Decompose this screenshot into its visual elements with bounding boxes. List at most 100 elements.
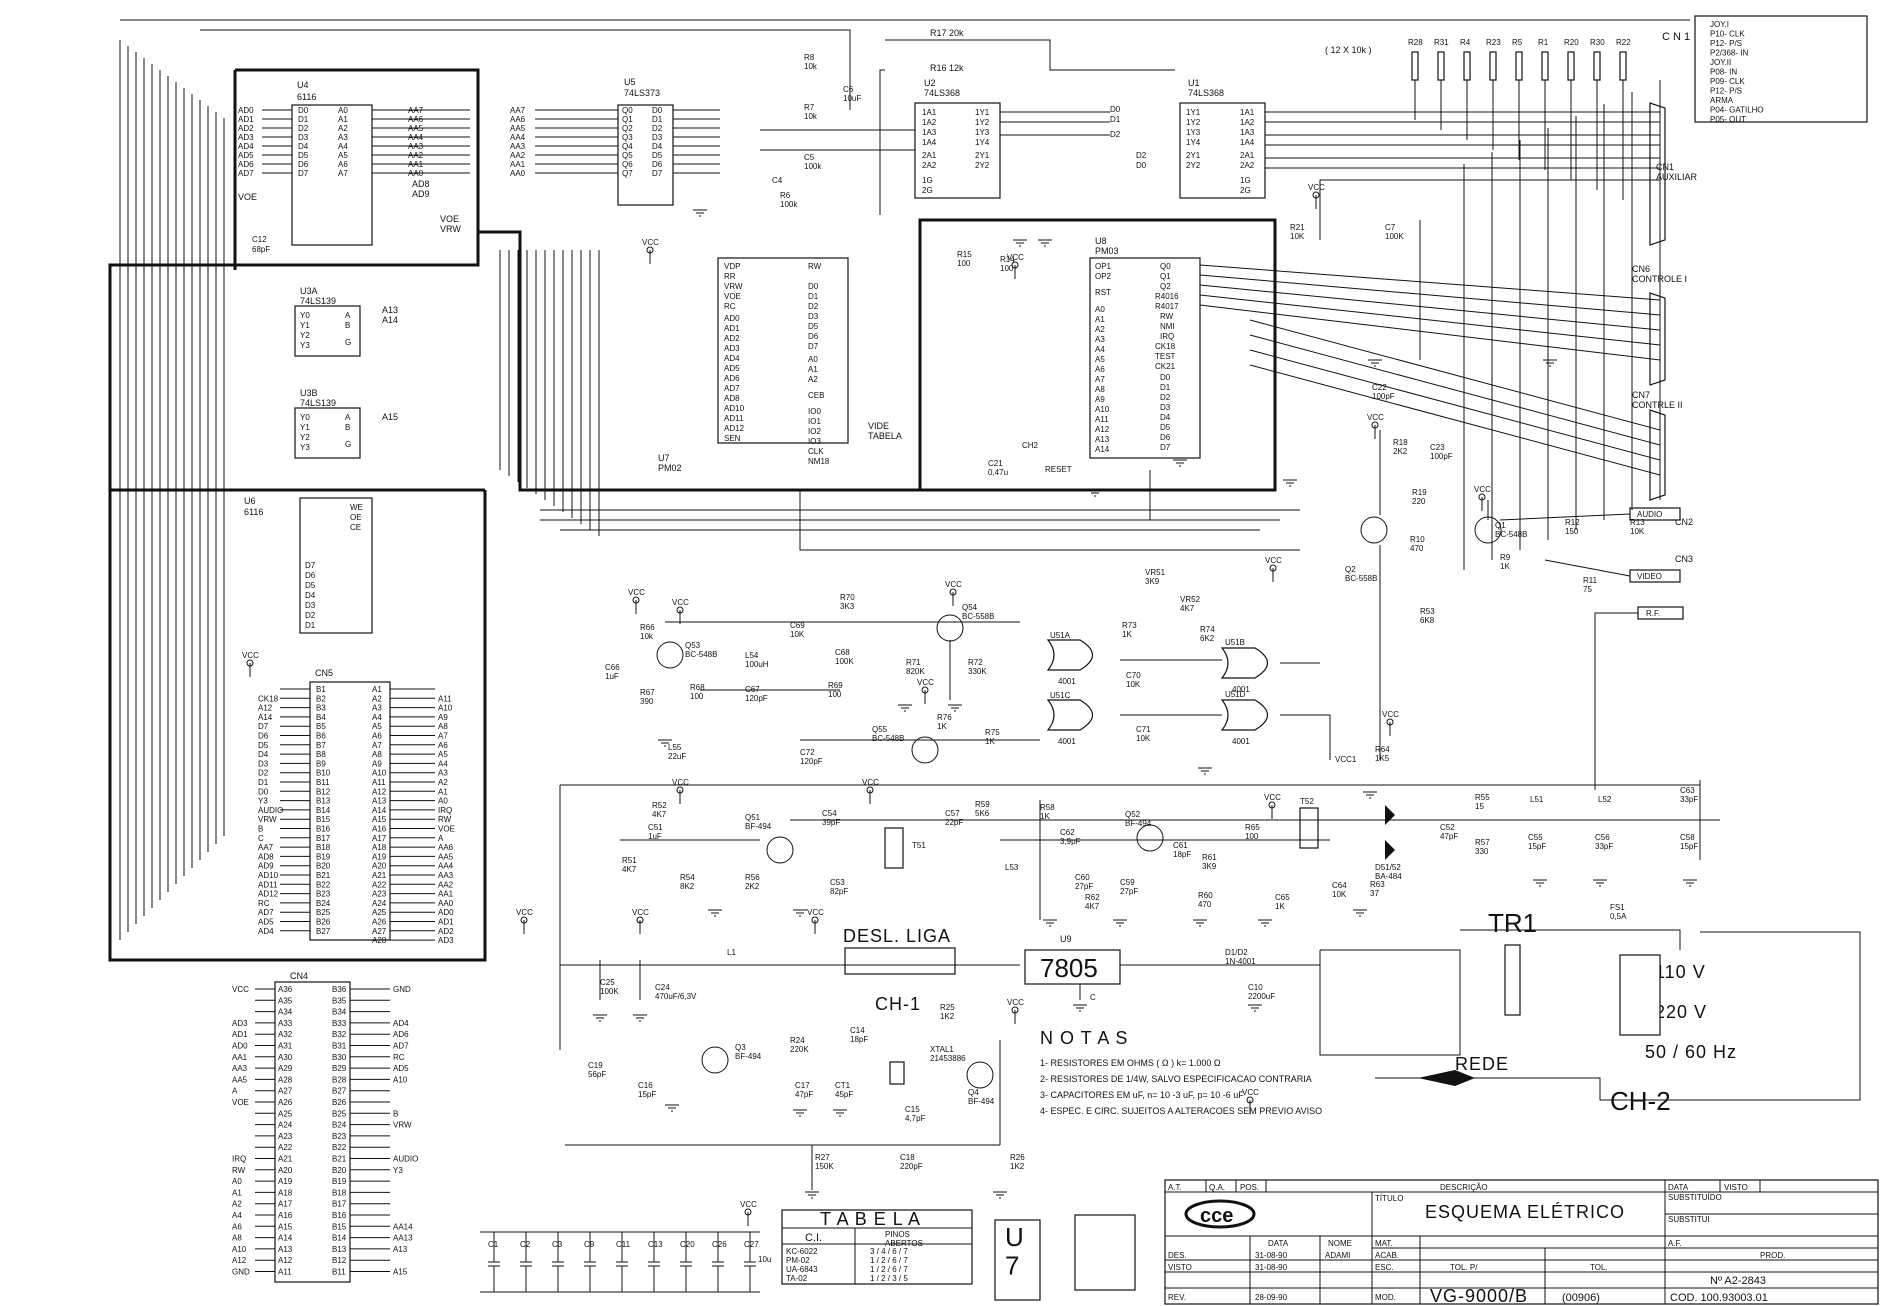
svg-text:10k: 10k	[640, 632, 654, 641]
joy-legend-line: ARMA	[1710, 96, 1734, 105]
video-label: VIDEO	[1637, 572, 1662, 581]
pin-label: D5	[652, 151, 663, 160]
net-label: AD5	[393, 1064, 409, 1073]
cap-ref: C2	[520, 1240, 531, 1249]
pin-label: B23	[316, 890, 331, 899]
net-label: A6	[438, 741, 448, 750]
wire	[1544, 559, 1631, 577]
net-voe: VOE	[238, 192, 257, 202]
svg-text:ADAMI: ADAMI	[1325, 1251, 1350, 1260]
pin-label: B16	[316, 825, 331, 834]
net-label: AA4	[510, 133, 526, 142]
svg-text:R73: R73	[1122, 621, 1137, 630]
pin-label: B25	[316, 908, 331, 917]
svg-text:R24: R24	[790, 1036, 805, 1045]
pin-label: B36	[332, 985, 347, 994]
pin-label: B20	[316, 862, 331, 871]
pin-label: A9	[372, 759, 382, 768]
net-label: B	[393, 1109, 398, 1118]
svg-text:R51: R51	[622, 856, 637, 865]
svg-text:1Y4: 1Y4	[1186, 138, 1201, 147]
pin-label: B16	[332, 1211, 347, 1220]
svg-text:OP2: OP2	[1095, 272, 1112, 281]
pin-label: A13	[278, 1245, 293, 1254]
pin-label: A24	[372, 899, 387, 908]
chip-ref: CN5	[315, 668, 333, 678]
svg-text:47pF: 47pF	[1440, 832, 1458, 841]
resistor-ref: R5	[1512, 38, 1523, 47]
net-label: A2	[438, 778, 448, 787]
pin-label: A3	[372, 704, 382, 713]
pin-label: B33	[332, 1019, 347, 1028]
notes-title: N O T A S	[1040, 1028, 1128, 1048]
net-label: AA2	[510, 151, 526, 160]
net-label: A10	[393, 1075, 408, 1084]
net-label: AA3	[408, 142, 424, 151]
pin-label: B21	[332, 1155, 347, 1164]
pin-label: D2	[298, 124, 309, 133]
pin-label: A26	[278, 1098, 293, 1107]
frequency-label: 50 / 60 Hz	[1645, 1042, 1737, 1062]
net-label: AD4	[258, 927, 274, 936]
wire	[1199, 264, 1661, 301]
pin-label: Q2	[622, 124, 633, 133]
switch-ch2-label: CH2	[1022, 441, 1039, 450]
pin-label: A29	[278, 1064, 293, 1073]
net-label: A6	[232, 1222, 242, 1231]
cap-value: 10u	[758, 1255, 771, 1264]
svg-text:U51B: U51B	[1225, 638, 1245, 647]
pin-label: A4	[372, 713, 382, 722]
svg-text:15: 15	[1475, 802, 1484, 811]
svg-text:Y3: Y3	[300, 443, 310, 452]
svg-text:MOD.: MOD.	[1375, 1293, 1396, 1302]
svg-text:C68: C68	[835, 648, 850, 657]
pin-label: A3	[338, 133, 348, 142]
net-label: AA7	[408, 106, 424, 115]
pin-label: A1	[372, 685, 382, 694]
svg-text:CT1: CT1	[835, 1081, 851, 1090]
svg-text:28-09-90: 28-09-90	[1255, 1293, 1288, 1302]
net-label: AD0	[238, 106, 254, 115]
vcc-node	[866, 786, 874, 794]
vcc-label: VCC	[242, 651, 259, 660]
net-label: GND	[232, 1268, 250, 1277]
svg-text:45pF: 45pF	[835, 1090, 853, 1099]
net-label: A	[232, 1087, 238, 1096]
cap-ref: C26	[712, 1240, 727, 1249]
pin-label: B11	[316, 778, 330, 787]
pin-label: B19	[332, 1177, 347, 1186]
svg-text:1G: 1G	[922, 176, 933, 185]
pin-label: D1	[652, 115, 663, 124]
net-label: AA6	[408, 115, 424, 124]
net-label: AA5	[408, 124, 424, 133]
net-label: RC	[393, 1053, 405, 1062]
svg-text:4001: 4001	[1058, 677, 1076, 686]
svg-text:C65: C65	[1275, 893, 1290, 902]
svg-text:U51A: U51A	[1050, 631, 1071, 640]
svg-text:D0: D0	[808, 282, 819, 291]
svg-text:C72: C72	[800, 748, 815, 757]
svg-text:AD0: AD0	[724, 314, 740, 323]
vcc-label: VCC	[516, 908, 533, 917]
chip-ref: U3A	[300, 286, 318, 296]
resistor	[1411, 51, 1419, 81]
pin-label: B35	[332, 996, 347, 1005]
net-label: AD7	[238, 169, 254, 178]
svg-text:D7: D7	[305, 561, 316, 570]
pin-label: A21	[278, 1155, 293, 1164]
svg-text:220pF: 220pF	[900, 1162, 923, 1171]
svg-text:47pF: 47pF	[795, 1090, 813, 1099]
pin-label: A20	[372, 862, 387, 871]
joy-legend-line: P10- CLK	[1710, 30, 1745, 39]
vcc-node	[632, 596, 640, 604]
svg-text:L52: L52	[1598, 795, 1612, 804]
pin-label: B28	[332, 1075, 347, 1084]
svg-text:1K: 1K	[1040, 812, 1050, 821]
wire	[1460, 929, 1681, 950]
pin-label: B34	[332, 1008, 347, 1017]
